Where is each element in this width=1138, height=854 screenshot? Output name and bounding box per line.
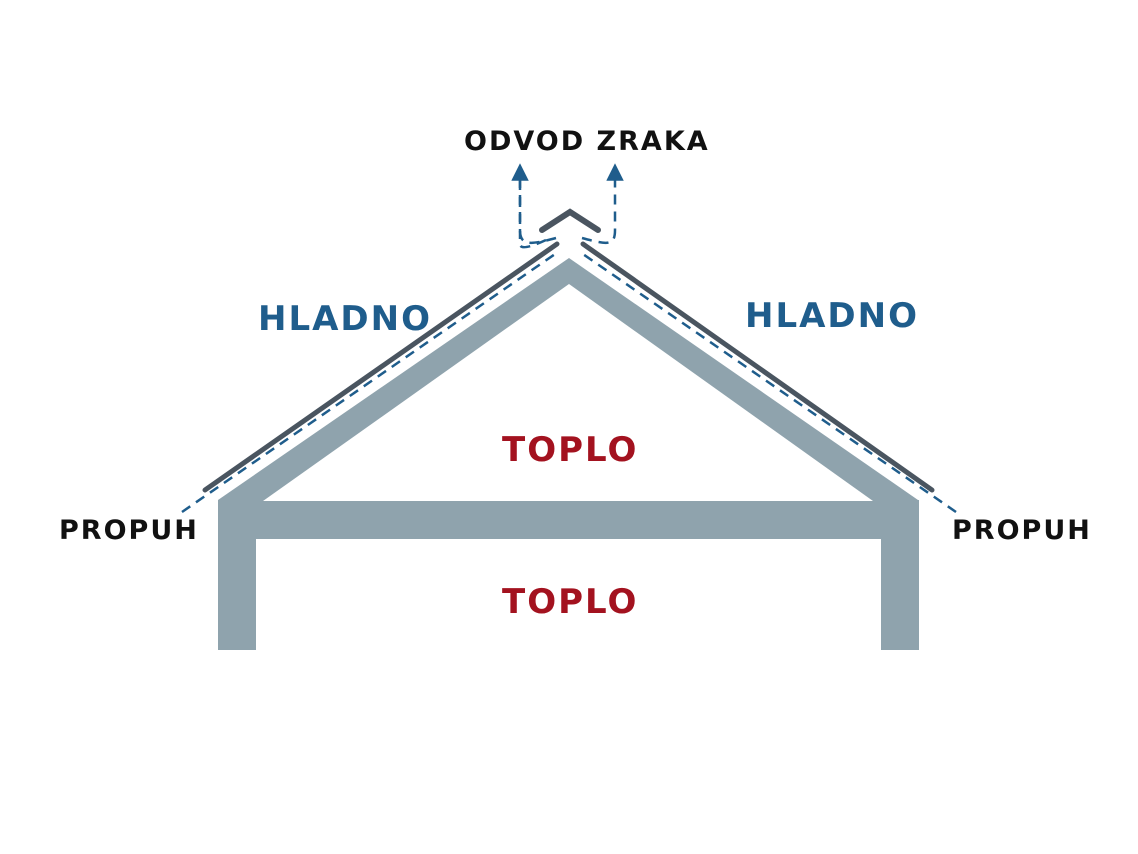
airflow-left bbox=[181, 170, 559, 514]
left-wall bbox=[218, 500, 256, 650]
airflow-left-riser bbox=[511, 163, 557, 245]
roof-covering-right bbox=[580, 241, 935, 493]
airflow-right bbox=[579, 250, 957, 514]
draft-label-left: PROPUH bbox=[59, 515, 199, 546]
cold-label-right: HLADNO bbox=[745, 296, 920, 336]
draft-label-right: PROPUH bbox=[952, 515, 1092, 546]
right-wall bbox=[881, 500, 919, 650]
attic-space bbox=[263, 284, 873, 501]
warm-attic-label: TOPLO bbox=[502, 430, 639, 470]
roof-covering-left bbox=[202, 241, 560, 493]
airflow-right-riser bbox=[581, 163, 624, 245]
ridge-cap bbox=[539, 208, 601, 233]
cold-label-left: HLADNO bbox=[258, 299, 433, 339]
warm-room-label: TOPLO bbox=[502, 582, 639, 622]
exhaust-label: ODVOD ZRAKA bbox=[464, 126, 710, 157]
